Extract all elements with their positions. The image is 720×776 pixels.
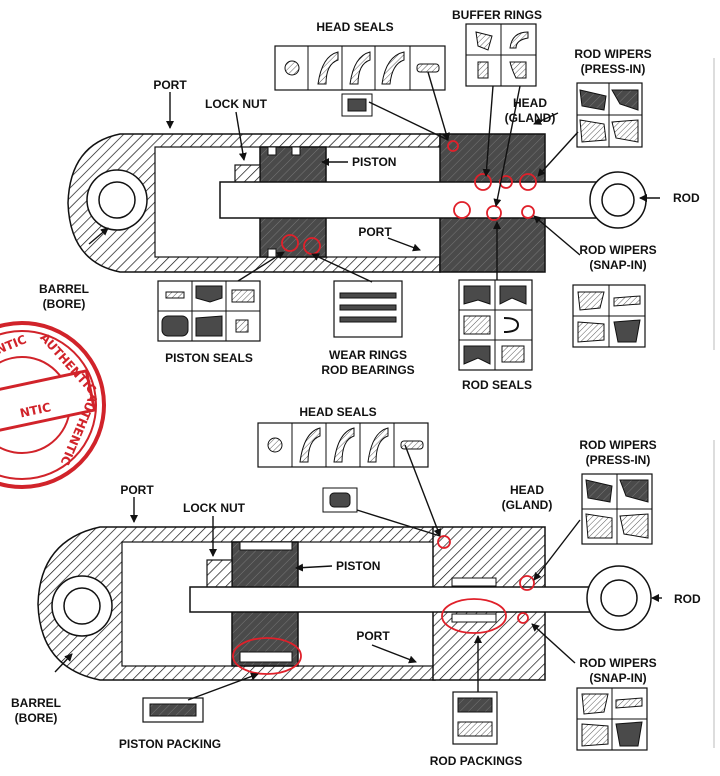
top-rod: [219, 181, 619, 219]
label-head-bottom: HEAD: [510, 483, 544, 497]
label-piston-seals-top: PISTON SEALS: [165, 351, 253, 365]
bottom-labels: HEAD SEALS ROD WIPERS (PRESS-IN) PORT LO…: [11, 405, 701, 768]
label-piston-top: PISTON: [352, 155, 396, 169]
label-rod-bearings-top: ROD BEARINGS: [321, 363, 414, 377]
top-rod-seals-box: [458, 279, 533, 371]
label-rod-wipers-press-top-2: (PRESS-IN): [581, 62, 646, 76]
top-head-seals-box: [274, 45, 446, 117]
bottom-cylinder: [37, 526, 652, 681]
label-rod-wipers-snap-bottom-2: (SNAP-IN): [589, 671, 646, 685]
label-rod-wipers-snap-bottom: ROD WIPERS: [579, 656, 656, 670]
label-rod-seals-top: ROD SEALS: [462, 378, 532, 392]
label-rod-wipers-press-top: ROD WIPERS: [574, 47, 651, 61]
label-lock-nut-top: LOCK NUT: [205, 97, 268, 111]
top-rod-wipers-press-box: [576, 82, 643, 148]
top-highlight-markers: [281, 140, 537, 255]
label-bore-top: (BORE): [43, 297, 86, 311]
label-rod-wipers-snap-top-2: (SNAP-IN): [589, 258, 646, 272]
top-buffer-rings-box: [465, 23, 537, 87]
label-rod-wipers-snap-top: ROD WIPERS: [579, 243, 656, 257]
label-buffer-rings-top: BUFFER RINGS: [452, 8, 542, 22]
label-gland-bottom: (GLAND): [502, 498, 553, 512]
stamp-center-text: NTIC: [19, 400, 53, 420]
top-piston-seals-box: [157, 280, 261, 342]
bottom-rod-packings-box: [452, 691, 498, 745]
stamp-ring-text-top: AUTHENTIC: [0, 332, 29, 374]
bottom-highlight-markers: [232, 535, 535, 675]
bottom-rod-wipers-snap-box: [576, 687, 648, 751]
bottom-eye-inner: [63, 587, 101, 625]
label-piston-packing-bottom: PISTON PACKING: [119, 737, 221, 751]
top-rod-wipers-snap-box: [572, 284, 646, 348]
label-port-top-a: PORT: [153, 78, 187, 92]
label-barrel-top: BARREL: [39, 282, 89, 296]
bottom-rod-wipers-press-box: [581, 473, 653, 545]
bottom-head-seals-box: [257, 422, 429, 513]
top-eye-inner: [98, 181, 136, 219]
bottom-leader-lines: [54, 444, 662, 701]
label-bore-bottom: (BORE): [15, 711, 58, 725]
label-barrel-bottom: BARREL: [11, 696, 61, 710]
label-port-top-b: PORT: [358, 225, 392, 239]
label-rod-top: ROD: [673, 191, 700, 205]
label-lock-nut-bottom: LOCK NUT: [183, 501, 246, 515]
label-head-seals-top: HEAD SEALS: [316, 20, 393, 34]
label-head-top: HEAD: [513, 96, 547, 110]
label-gland-top: (GLAND): [505, 111, 556, 125]
top-labels: HEAD SEALS BUFFER RINGS ROD WIPERS (PRES…: [39, 8, 700, 392]
bottom-rod: [189, 586, 612, 613]
label-rod-packings-bottom: ROD PACKINGS: [430, 754, 522, 768]
label-port-bottom-a: PORT: [120, 483, 154, 497]
bottom-piston-packing-box: [142, 697, 204, 723]
label-rod-bottom: ROD: [674, 592, 701, 606]
label-head-seals-bottom: HEAD SEALS: [299, 405, 376, 419]
label-port-bottom-b: PORT: [356, 629, 390, 643]
label-piston-bottom: PISTON: [336, 559, 380, 573]
top-cylinder: [67, 133, 647, 273]
label-rod-wipers-press-bottom: ROD WIPERS: [579, 438, 656, 452]
label-rod-wipers-press-bottom-2: (PRESS-IN): [586, 453, 651, 467]
top-leader-lines: [88, 71, 660, 283]
label-wear-rings-top: WEAR RINGS: [329, 348, 407, 362]
authentic-stamp: NTIC AUTHENTIC AUTHENTIC AUTHENTIC: [0, 321, 106, 489]
top-wear-rings-box: [333, 280, 403, 338]
